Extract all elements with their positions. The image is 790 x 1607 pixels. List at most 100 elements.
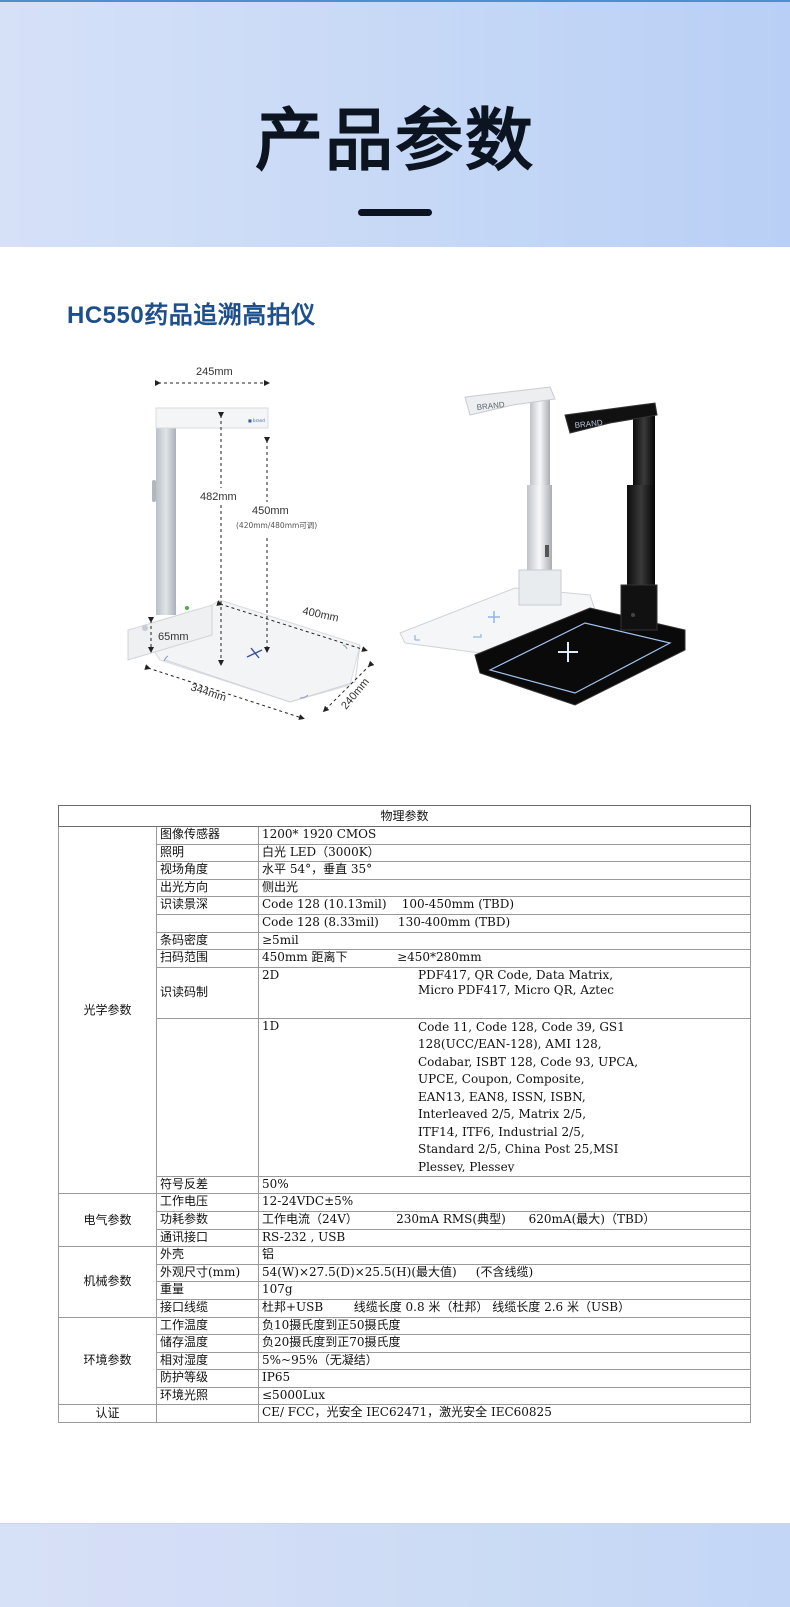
svg-text:245mm: 245mm bbox=[196, 366, 233, 378]
group-environment: 环境参数 bbox=[58, 1316, 157, 1406]
table-row: 相对湿度 5%~95%（无凝结） bbox=[59, 1351, 752, 1371]
table-row: 符号反差 50% bbox=[59, 1175, 752, 1195]
product-photo: BRAND BRAND bbox=[395, 385, 705, 720]
table-row: 1D Code 11, Code 128, Code 39, GS1 128(U… bbox=[59, 1017, 752, 1177]
row-value: 白光 LED（3000K） bbox=[257, 843, 752, 863]
row-label: 重量 bbox=[156, 1281, 259, 1300]
row-label: 扫码范围 bbox=[156, 949, 259, 968]
svg-text:(420mm/480mm可调): (420mm/480mm可调) bbox=[236, 521, 317, 530]
row-value: ≤5000Lux bbox=[257, 1386, 752, 1406]
row-value: 工作电流（24V） 230mA RMS(典型) 620mA(最大)（TBD） bbox=[257, 1210, 752, 1230]
symbology-list: PDF417, QR Code, Data Matrix, Micro PDF4… bbox=[418, 967, 614, 997]
row-value: 侧出光 bbox=[257, 878, 752, 898]
row-label: 防护等级 bbox=[156, 1369, 259, 1388]
row-value: CE/ FCC，光安全 IEC62471，激光安全 IEC60825 bbox=[257, 1404, 752, 1424]
row-label: 相对湿度 bbox=[156, 1351, 259, 1371]
row-label bbox=[156, 1017, 259, 1177]
row-value: 杜邦+USB 线缆长度 0.8 米（杜邦） 线缆长度 2.6 米（USB） bbox=[257, 1298, 752, 1318]
table-row: 出光方向 侧出光 bbox=[59, 878, 752, 898]
table-row: 机械参数 外壳 铝 bbox=[58, 1246, 752, 1318]
spec-table: 物理参数 光学参数 图像传感器 1200* 1920 CMOS 照明 白光 LE… bbox=[57, 805, 752, 1424]
group-optical: 光学参数 bbox=[58, 825, 157, 1195]
svg-text:■ brand: ■ brand bbox=[248, 418, 265, 423]
row-label bbox=[156, 913, 259, 933]
row-value: 50% bbox=[257, 1175, 752, 1195]
row-label: 图像传感器 bbox=[156, 826, 259, 845]
table-row: 通讯接口 RS-232 , USB bbox=[59, 1228, 752, 1248]
table-row: 识读景深 Code 128 (10.13mil) 100-450mm (TBD) bbox=[59, 896, 752, 915]
svg-text:450mm: 450mm bbox=[252, 505, 289, 517]
row-value: 1D Code 11, Code 128, Code 39, GS1 128(U… bbox=[257, 1017, 752, 1177]
row-value: 2D PDF417, QR Code, Data Matrix, Micro P… bbox=[257, 966, 752, 1019]
table-row: 环境光照 ≤5000Lux bbox=[59, 1386, 752, 1406]
table-row: 外观尺寸(mm) 54(W)×27.5(D)×25.5(H)(最大值) (不含线… bbox=[59, 1263, 752, 1283]
row-value: RS-232 , USB bbox=[257, 1228, 752, 1248]
row-label: 功耗参数 bbox=[156, 1210, 259, 1230]
page-title: 产品参数 bbox=[254, 102, 535, 181]
dimension-diagram: ■ brand 245mm 482mm 450mm (420mm/480mm可调… bbox=[120, 360, 390, 720]
table-row: 重量 107g bbox=[59, 1281, 752, 1300]
row-value: 5%~95%（无凝结） bbox=[257, 1351, 752, 1371]
row-label: 视场角度 bbox=[156, 861, 259, 880]
symbology-list: Code 11, Code 128, Code 39, GS1 128(UCC/… bbox=[418, 1019, 639, 1172]
table-row: Code 128 (8.33mil) 130-400mm (TBD) bbox=[59, 913, 752, 933]
row-label: 工作温度 bbox=[156, 1316, 259, 1336]
table-row: 储存温度 负20摄氏度到正70摄氏度 bbox=[59, 1334, 752, 1353]
product-name: HC550药品追溯高拍仪 bbox=[67, 302, 316, 329]
row-label: 照明 bbox=[156, 843, 259, 863]
table-row: 接口线缆 杜邦+USB 线缆长度 0.8 米（杜邦） 线缆长度 2.6 米（US… bbox=[59, 1298, 752, 1318]
table-row: 条码密度 ≥5mil bbox=[59, 931, 752, 951]
svg-text:400mm: 400mm bbox=[301, 605, 339, 624]
svg-text:65mm: 65mm bbox=[158, 631, 189, 643]
table-row: 认证 CE/ FCC，光安全 IEC62471，激光安全 IEC60825 bbox=[58, 1404, 752, 1424]
table-row: 防护等级 IP65 bbox=[59, 1369, 752, 1388]
svg-text:344mm: 344mm bbox=[189, 681, 228, 704]
row-value: 1200* 1920 CMOS bbox=[257, 826, 752, 845]
table-row: 照明 白光 LED（3000K） bbox=[59, 843, 752, 863]
row-label: 外壳 bbox=[156, 1246, 259, 1265]
row-label: 工作电压 bbox=[156, 1193, 259, 1212]
row-value: Code 128 (10.13mil) 100-450mm (TBD) bbox=[257, 896, 752, 915]
row-label: 条码密度 bbox=[156, 931, 259, 951]
row-label: 储存温度 bbox=[156, 1334, 259, 1353]
table-title-row: 物理参数 bbox=[57, 805, 752, 827]
title-underline bbox=[358, 209, 432, 216]
row-value: Code 128 (8.33mil) 130-400mm (TBD) bbox=[257, 913, 752, 933]
table-row: 扫码范围 450mm 距离下 ≥450*280mm bbox=[59, 949, 752, 968]
row-label: 识读景深 bbox=[156, 896, 259, 915]
table-title: 物理参数 bbox=[57, 805, 752, 827]
symbology-type: 1D bbox=[262, 1018, 280, 1033]
row-label: 外观尺寸(mm) bbox=[156, 1263, 259, 1283]
row-label: 识读码制 bbox=[156, 966, 259, 1019]
row-value: 12-24VDC±5% bbox=[257, 1193, 752, 1212]
svg-text:BRAND: BRAND bbox=[574, 418, 603, 430]
row-value: 水平 54°，垂直 35° bbox=[257, 861, 752, 880]
row-value: ≥5mil bbox=[257, 931, 752, 951]
table-row: 视场角度 水平 54°，垂直 35° bbox=[59, 861, 752, 880]
row-label bbox=[156, 1404, 259, 1424]
row-label: 接口线缆 bbox=[156, 1298, 259, 1318]
table-row: 功耗参数 工作电流（24V） 230mA RMS(典型) 620mA(最大)（T… bbox=[59, 1210, 752, 1230]
table-row: 光学参数 图像传感器 1200* 1920 CMOS bbox=[58, 825, 752, 1195]
table-row: 环境参数 工作温度 负10摄氏度到正50摄氏度 bbox=[58, 1316, 752, 1406]
table-row: 电气参数 工作电压 12-24VDC±5% bbox=[58, 1193, 752, 1248]
row-value: 负20摄氏度到正70摄氏度 bbox=[257, 1334, 752, 1353]
hero-banner: 产品参数 bbox=[0, 0, 790, 247]
row-label: 符号反差 bbox=[156, 1175, 259, 1195]
svg-text:BRAND: BRAND bbox=[476, 400, 505, 412]
footer-band bbox=[0, 1523, 790, 1607]
table-row: 识读码制 2D PDF417, QR Code, Data Matrix, Mi… bbox=[59, 966, 752, 1019]
group-mechanical: 机械参数 bbox=[58, 1246, 157, 1318]
group-electrical: 电气参数 bbox=[58, 1193, 157, 1248]
row-label: 通讯接口 bbox=[156, 1228, 259, 1248]
row-value: 负10摄氏度到正50摄氏度 bbox=[257, 1316, 752, 1336]
row-value: 54(W)×27.5(D)×25.5(H)(最大值) (不含线缆) bbox=[257, 1263, 752, 1283]
svg-text:482mm: 482mm bbox=[200, 491, 237, 503]
group-certification: 认证 bbox=[58, 1404, 157, 1424]
row-value: 铝 bbox=[257, 1246, 752, 1265]
row-value: 450mm 距离下 ≥450*280mm bbox=[257, 949, 752, 968]
row-value: 107g bbox=[257, 1281, 752, 1300]
row-label: 出光方向 bbox=[156, 878, 259, 898]
row-value: IP65 bbox=[257, 1369, 752, 1388]
symbology-type: 2D bbox=[262, 967, 280, 982]
